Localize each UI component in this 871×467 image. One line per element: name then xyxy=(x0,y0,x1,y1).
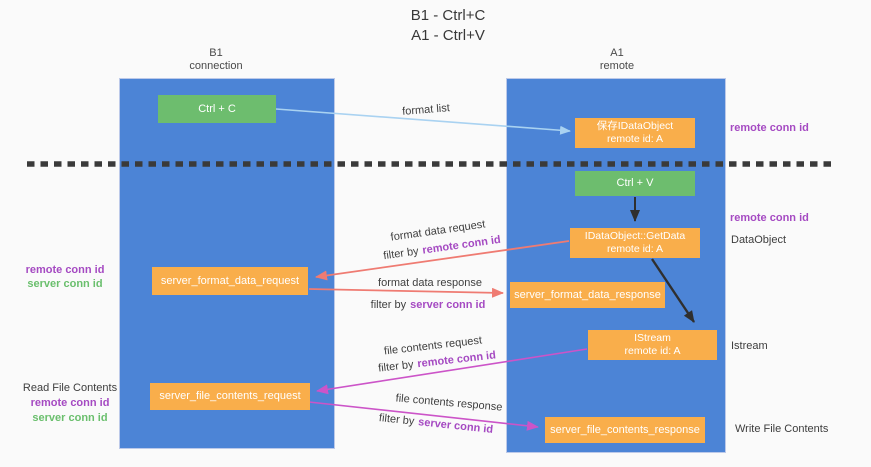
filter-by-text: filter by xyxy=(377,358,415,375)
column-a1-role: remote xyxy=(599,60,635,72)
read-file-contents-text: Read File Contents xyxy=(22,382,118,394)
format-data-response-label: format data response xyxy=(378,277,482,289)
title-line-2: A1 - Ctrl+V xyxy=(411,27,485,44)
save-idataobject-line1: 保存IDataObject xyxy=(596,120,674,132)
istream-line2: remote id: A xyxy=(624,345,681,357)
istream-annotation: Istream xyxy=(731,340,768,352)
remote-conn-id-text: remote conn id xyxy=(30,397,110,409)
filter-by-text: filter by xyxy=(370,299,407,311)
remote-conn-id-annotation-mid: remote conn id xyxy=(730,212,809,224)
arrow-format-data-response xyxy=(308,287,504,298)
column-a1-name: A1 xyxy=(610,47,624,59)
title-line-1: B1 - Ctrl+C xyxy=(410,7,486,24)
write-file-contents-annotation: Write File Contents xyxy=(735,423,829,435)
server-conn-id-text: server conn id xyxy=(32,412,108,424)
ctrl-c-label: Ctrl + C xyxy=(198,102,236,115)
server-file-contents-request-label: server_file_contents_request xyxy=(159,390,301,402)
ctrl-v-box: Ctrl + V xyxy=(575,171,695,196)
column-b1-role: connection xyxy=(189,60,243,72)
column-header-b1: B1 connection xyxy=(189,47,242,73)
column-header-a1: A1 remote xyxy=(600,47,634,73)
server-conn-id-text: server conn id xyxy=(410,299,486,311)
ctrl-v-label: Ctrl + V xyxy=(616,177,654,189)
save-idataobject-box: 保存IDataObject remote id: A xyxy=(575,118,695,148)
server-file-contents-request-box: server_file_contents_request xyxy=(150,383,310,410)
server-conn-id-text: server conn id xyxy=(417,416,494,436)
dataobject-annotation: DataObject xyxy=(731,234,787,246)
server-conn-id-text: server conn id xyxy=(27,278,103,290)
server-format-data-request-box: server_format_data_request xyxy=(152,267,308,295)
filter-by-text: filter by xyxy=(382,245,420,263)
column-b1-name: B1 xyxy=(209,47,223,59)
server-format-data-request-label: server_format_data_request xyxy=(160,274,300,287)
remote-conn-id-text: remote conn id xyxy=(25,264,105,276)
remote-conn-id-annotation-top: remote conn id xyxy=(730,122,809,134)
file-contents-response-label: file contents response xyxy=(395,392,503,414)
save-idataobject-line2: remote id: A xyxy=(606,133,664,145)
server-format-data-response-label: server_format_data_response xyxy=(514,288,661,301)
server-file-contents-response-box: server_file_contents_response xyxy=(545,417,705,443)
istream-line1: IStream xyxy=(634,332,671,344)
diagram-title: B1 - Ctrl+C A1 - Ctrl+V xyxy=(411,6,486,46)
server-format-data-response-box: server_format_data_response xyxy=(510,282,665,308)
getdata-line2: remote id: A xyxy=(606,243,664,255)
format-list-label: format list xyxy=(401,102,451,118)
getdata-line1: IDataObject::GetData xyxy=(584,230,686,242)
istream-box: IStream remote id: A xyxy=(588,330,717,360)
idataobject-getdata-box: IDataObject::GetData remote id: A xyxy=(570,228,700,258)
server-file-contents-response-label: server_file_contents_response xyxy=(550,423,700,436)
ctrl-c-box: Ctrl + C xyxy=(158,95,276,123)
filter-by-text: filter by xyxy=(378,412,415,428)
read-file-contents-annotation-group: Read File Contents remote conn id server… xyxy=(18,381,122,426)
left-conn-id-annotation-group: remote conn id server conn id xyxy=(18,263,112,291)
